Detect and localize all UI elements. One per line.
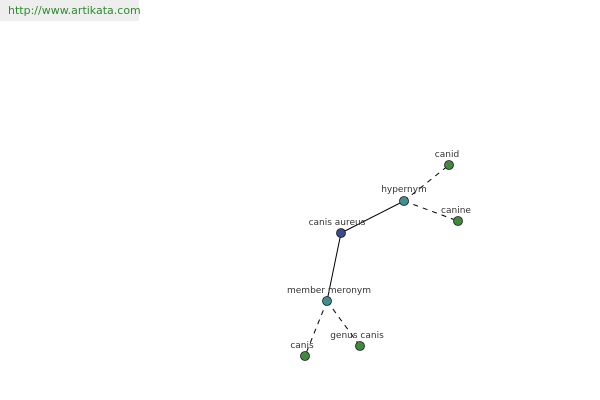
node-canis[interactable] [300,351,310,361]
node-label-hypernym[interactable]: hypernym [381,185,427,195]
node-member-meronym[interactable] [322,296,332,306]
node-label-genus-canis[interactable]: genus canis [330,331,384,341]
edge-hypernym-to-canid [403,164,450,202]
site-url-link[interactable]: http://www.artikata.com [0,0,141,21]
node-canine[interactable] [453,216,463,226]
node-canid[interactable] [444,160,454,170]
node-canis-aureus[interactable] [336,228,346,238]
node-hypernym[interactable] [399,196,409,206]
edge-canis-aureus-to-member-meronym [326,232,342,302]
nodes-layer: canis aureus hypernym canid canine member me… [287,150,471,361]
node-genus-canis[interactable] [355,341,365,351]
node-label-canine[interactable]: canine [441,206,471,216]
node-label-canis-aureus[interactable]: canis aureus [309,218,366,228]
node-label-member-meronym[interactable]: member meronym [287,286,371,296]
node-label-canid[interactable]: canid [435,150,459,160]
edges-layer [304,164,459,357]
edge-canis-aureus-to-hypernym [340,200,405,234]
node-label-canis[interactable]: canis [290,341,314,351]
